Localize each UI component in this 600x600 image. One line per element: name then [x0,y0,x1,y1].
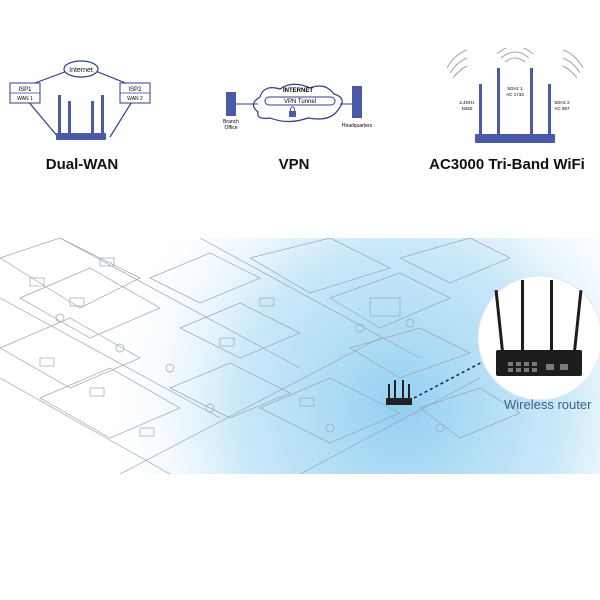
office-floorplan-illustration [0,237,600,475]
svg-text:2.4GHz: 2.4GHz [459,100,475,105]
svg-text:Headquarters: Headquarters [342,123,373,129]
svg-text:AC 1733: AC 1733 [506,92,524,97]
svg-text:Branch: Branch [223,119,239,125]
svg-text:5GHz 1: 5GHz 1 [507,86,523,91]
tri-band-diagram: 2.4GHz N450 5GHz 1 AC 1733 5GHz 2 AC 867 [445,45,585,148]
vpn-title: VPN [278,156,310,173]
internet-cloud-icon: Internet [63,60,99,78]
svg-text:N450: N450 [462,106,473,111]
lock-icon [289,106,296,117]
scene-router-icon [386,380,412,405]
vpn-tunnel-label: VPN Tunnel [284,99,316,105]
router-closeup-icon [494,280,583,376]
svg-text:Office: Office [225,125,238,131]
vpn-cloud-icon: INTERNET VPN Tunnel [252,83,343,123]
tri-band-title: AC3000 Tri-Band WiFi [429,156,585,173]
office-sketch [0,237,521,475]
dual-wan-cloud-label: Internet [69,67,93,74]
wan1-label: WAN 1 [17,96,33,102]
dual-wan-diagram: Internet ISP1 WAN 1 ISP2 WAN 2 [0,55,170,150]
headquarters-icon: Headquarters [342,86,373,129]
svg-text:AC 867: AC 867 [554,106,570,111]
branch-office-icon: Branch Office [223,92,239,131]
isp2-box: ISP2 WAN 2 [119,82,151,104]
isp2-label: ISP2 [128,87,142,93]
svg-text:5GHz 2: 5GHz 2 [554,100,570,105]
tri-band-router-icon [475,68,555,143]
isp1-label: ISP1 [18,87,32,93]
dual-wan-title: Dual-WAN [45,156,119,173]
router-icon [56,95,106,140]
wireless-router-label: Wireless router [504,397,592,412]
wan2-label: WAN 2 [127,96,143,102]
router-callout [477,275,600,401]
vpn-cloud-label: INTERNET [283,88,313,94]
isp1-box: ISP1 WAN 1 [9,82,41,104]
vpn-diagram: Branch Office INTERNET VPN Tunnel Headqu… [218,78,378,138]
callout-connector [413,357,491,399]
